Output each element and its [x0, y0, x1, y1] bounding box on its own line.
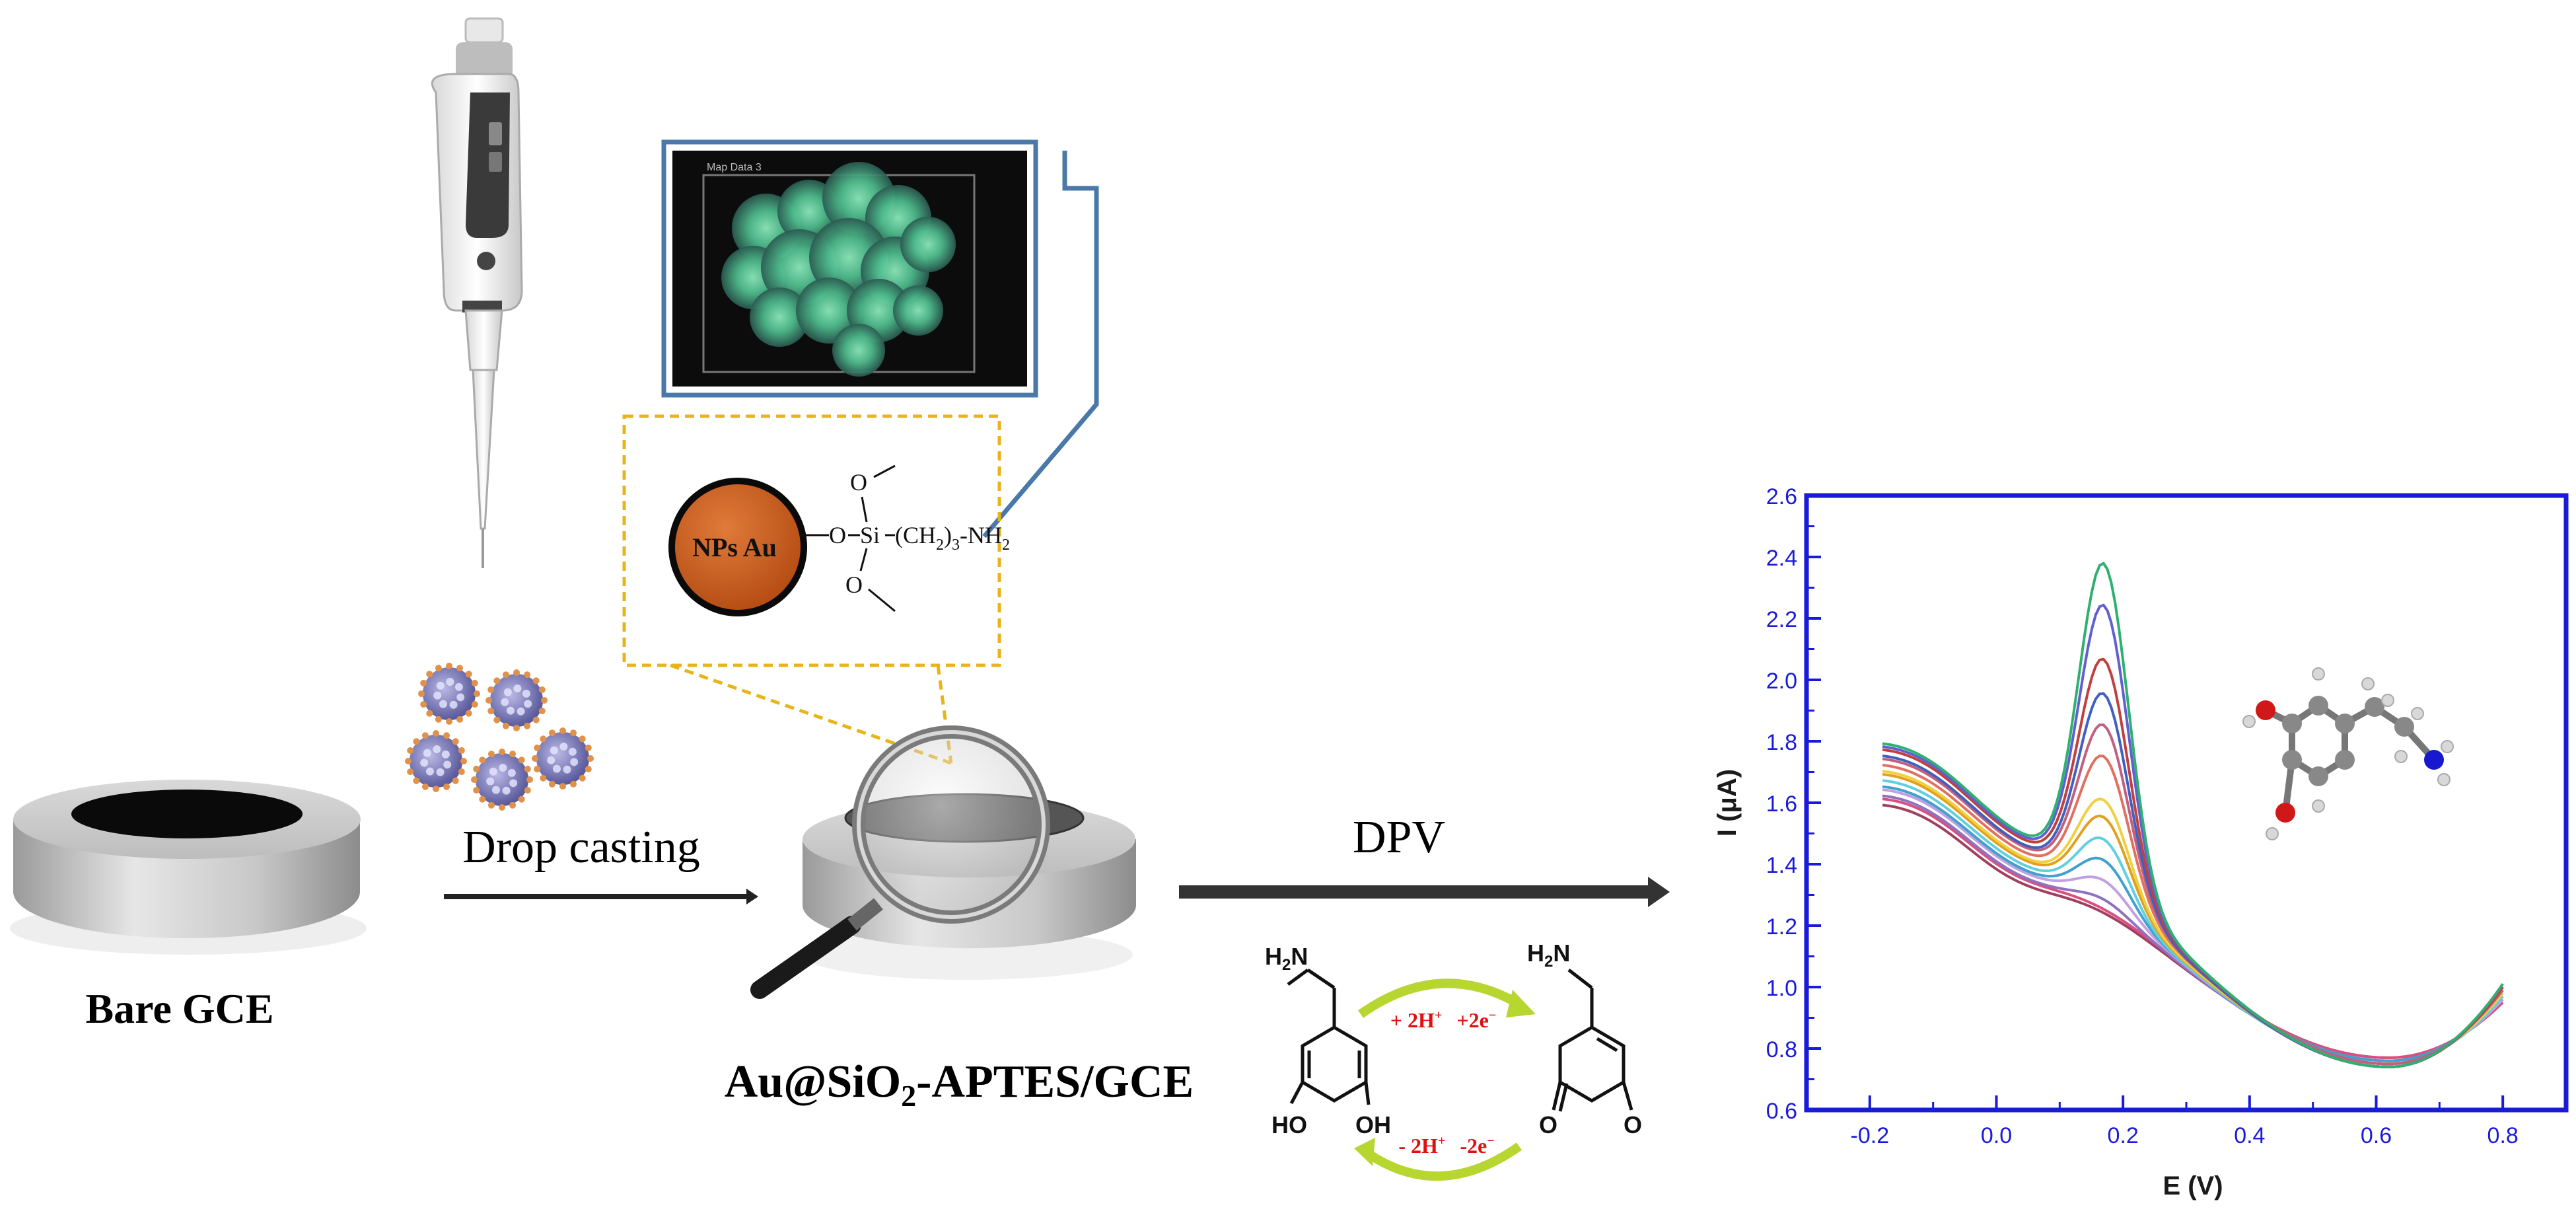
modified-electrode-label: Au@SiO2-APTES/GCE — [725, 1056, 1194, 1113]
dpv-chart: 0.6 0.8 1.0 1.2 1.4 1.6 1.8 2.0 2.2 2.4 2.6 -0.2 0.0… — [1713, 484, 2569, 1200]
nanoparticle-icon — [532, 727, 594, 790]
y-axis-label: I (μA) — [1713, 769, 1742, 836]
magnifier-icon — [750, 725, 1050, 999]
nanoparticle-icon — [485, 669, 548, 731]
reactant-oh-left: HO — [1271, 1111, 1307, 1138]
x-tick-label: -0.2 — [1851, 1123, 1890, 1148]
particle-label: NPs Au — [692, 533, 777, 562]
linker-o-bottom: O — [845, 572, 863, 598]
bare-gce-label: Bare GCE — [85, 985, 273, 1032]
pipette-icon — [431, 17, 523, 568]
x-tick-label: 0.8 — [2487, 1123, 2519, 1148]
x-axis-label: E (V) — [2163, 1171, 2223, 1200]
dpv-label: DPV — [1353, 812, 1445, 863]
backward-reaction-label: - 2H+-2e− — [1398, 1134, 1494, 1158]
structure-box — [622, 414, 1001, 667]
gold-nanoparticle — [668, 478, 807, 616]
dpv-arrow — [1179, 877, 1670, 907]
nanoparticles-icon — [405, 663, 594, 811]
x-tick-label: 0.4 — [2234, 1123, 2265, 1148]
bare-gce-electrode — [10, 780, 367, 955]
sem-map-title: Map Data 3 — [707, 162, 762, 173]
drop-casting-arrow — [444, 889, 758, 904]
product-o-left: O — [1539, 1111, 1557, 1138]
plot-frame — [1807, 496, 2566, 1110]
reactant-oh-right: OH — [1355, 1111, 1391, 1138]
linker-o-left: O — [829, 522, 846, 548]
linker-o-top: O — [850, 469, 867, 496]
dpv-curve — [1882, 561, 2504, 1068]
y-tick-label: 0.8 — [1766, 1037, 1797, 1062]
linker-chain: (CH2)3-NH2 — [895, 522, 1010, 554]
silane-linker: O Si O O (CH2)3-NH2 — [801, 464, 1010, 612]
product-o-right: O — [1624, 1111, 1642, 1138]
reduction-arrow — [1365, 1142, 1522, 1181]
y-tick-label: 2.0 — [1766, 669, 1797, 694]
nanoparticle-icon — [471, 749, 533, 811]
inset-connector — [982, 151, 1099, 538]
redox-reaction: H2N HO OH H2N O O + 2H++2e− - 2H+-2e− — [1265, 940, 1642, 1181]
nanoparticle-icon — [405, 730, 467, 792]
x-tick-label: 0.0 — [1981, 1123, 2012, 1148]
y-tick-label: 1.6 — [1766, 792, 1797, 817]
quinone-structure — [1552, 969, 1633, 1112]
product-amine: H2N — [1527, 940, 1570, 971]
drop-casting-label: Drop casting — [462, 822, 700, 873]
y-tick-label: 2.6 — [1766, 484, 1797, 509]
forward-reaction-label: + 2H++2e− — [1390, 1008, 1496, 1032]
y-tick-label: 2.2 — [1766, 607, 1797, 632]
x-tick-label: 0.2 — [2108, 1123, 2139, 1148]
y-tick-label: 2.4 — [1766, 546, 1797, 571]
nanoparticle-icon — [418, 663, 480, 725]
oxidation-arrow — [1357, 978, 1522, 1018]
y-tick-label: 1.4 — [1766, 853, 1797, 878]
sem-image-inset: Map Data 3 — [661, 139, 1038, 398]
y-tick-label: 1.8 — [1766, 730, 1797, 755]
y-tick-label: 0.6 — [1766, 1099, 1797, 1124]
reactant-amine: H2N — [1265, 943, 1308, 974]
x-tick-label: 0.6 — [2361, 1123, 2392, 1148]
y-tick-label: 1.2 — [1766, 914, 1797, 940]
dopamine-structure — [1287, 968, 1371, 1105]
y-tick-label: 1.0 — [1766, 976, 1797, 1001]
linker-si: Si — [860, 522, 880, 548]
dopamine-molecule-icon — [2242, 667, 2454, 840]
